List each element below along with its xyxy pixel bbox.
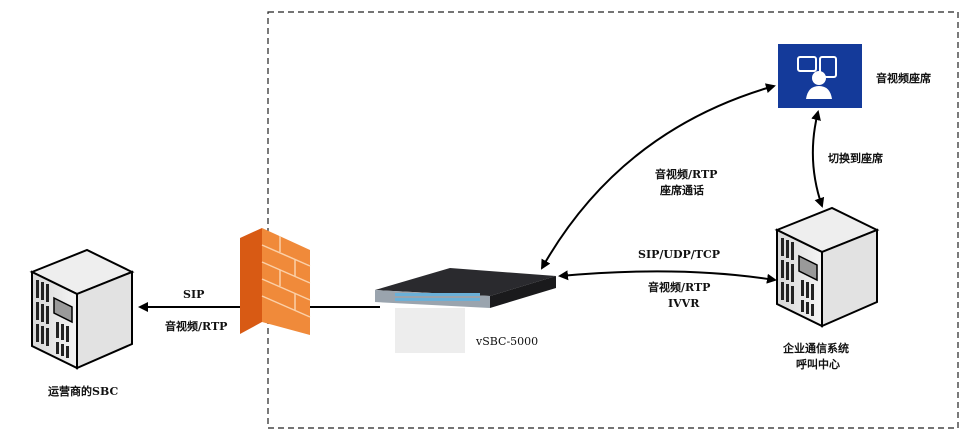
carrier-sbc-label: 运营商的SBC: [48, 384, 118, 398]
enterprise-link-label-line2: IVVR: [668, 297, 700, 310]
vsbc-device-icon: [375, 268, 556, 308]
video-agent-label: 音视频座席: [876, 71, 931, 85]
firewall-icon: [240, 228, 311, 335]
watermark-blur: [395, 308, 465, 353]
carrier-link-rtp-label: 音视频/RTP: [165, 319, 227, 333]
agent-link-label-line1: 音视频/RTP: [655, 167, 717, 181]
switch-to-agent-label: 切换到座席: [828, 151, 883, 165]
enterprise-boundary: [267, 11, 959, 429]
enterprise-link-arrow: [558, 270, 777, 284]
enterprise-label-line1: 企业通信系统: [782, 341, 849, 355]
enterprise-server-icon: [776, 207, 878, 327]
vsbc-label: vSBC-5000: [475, 335, 538, 348]
video-agent-icon: [778, 44, 862, 108]
enterprise-label-line2: 呼叫中心: [796, 357, 840, 371]
enterprise-link-label-line1: 音视频/RTP: [648, 280, 710, 294]
carrier-sbc-server-icon: [31, 249, 133, 369]
agent-link-arrow: [541, 83, 776, 270]
carrier-link-sip-label: SIP: [183, 288, 204, 301]
switch-to-agent-arrow: [811, 110, 825, 208]
enterprise-link-protocol-label: SIP/UDP/TCP: [638, 248, 720, 261]
agent-link-label-line2: 座席通话: [659, 183, 704, 197]
